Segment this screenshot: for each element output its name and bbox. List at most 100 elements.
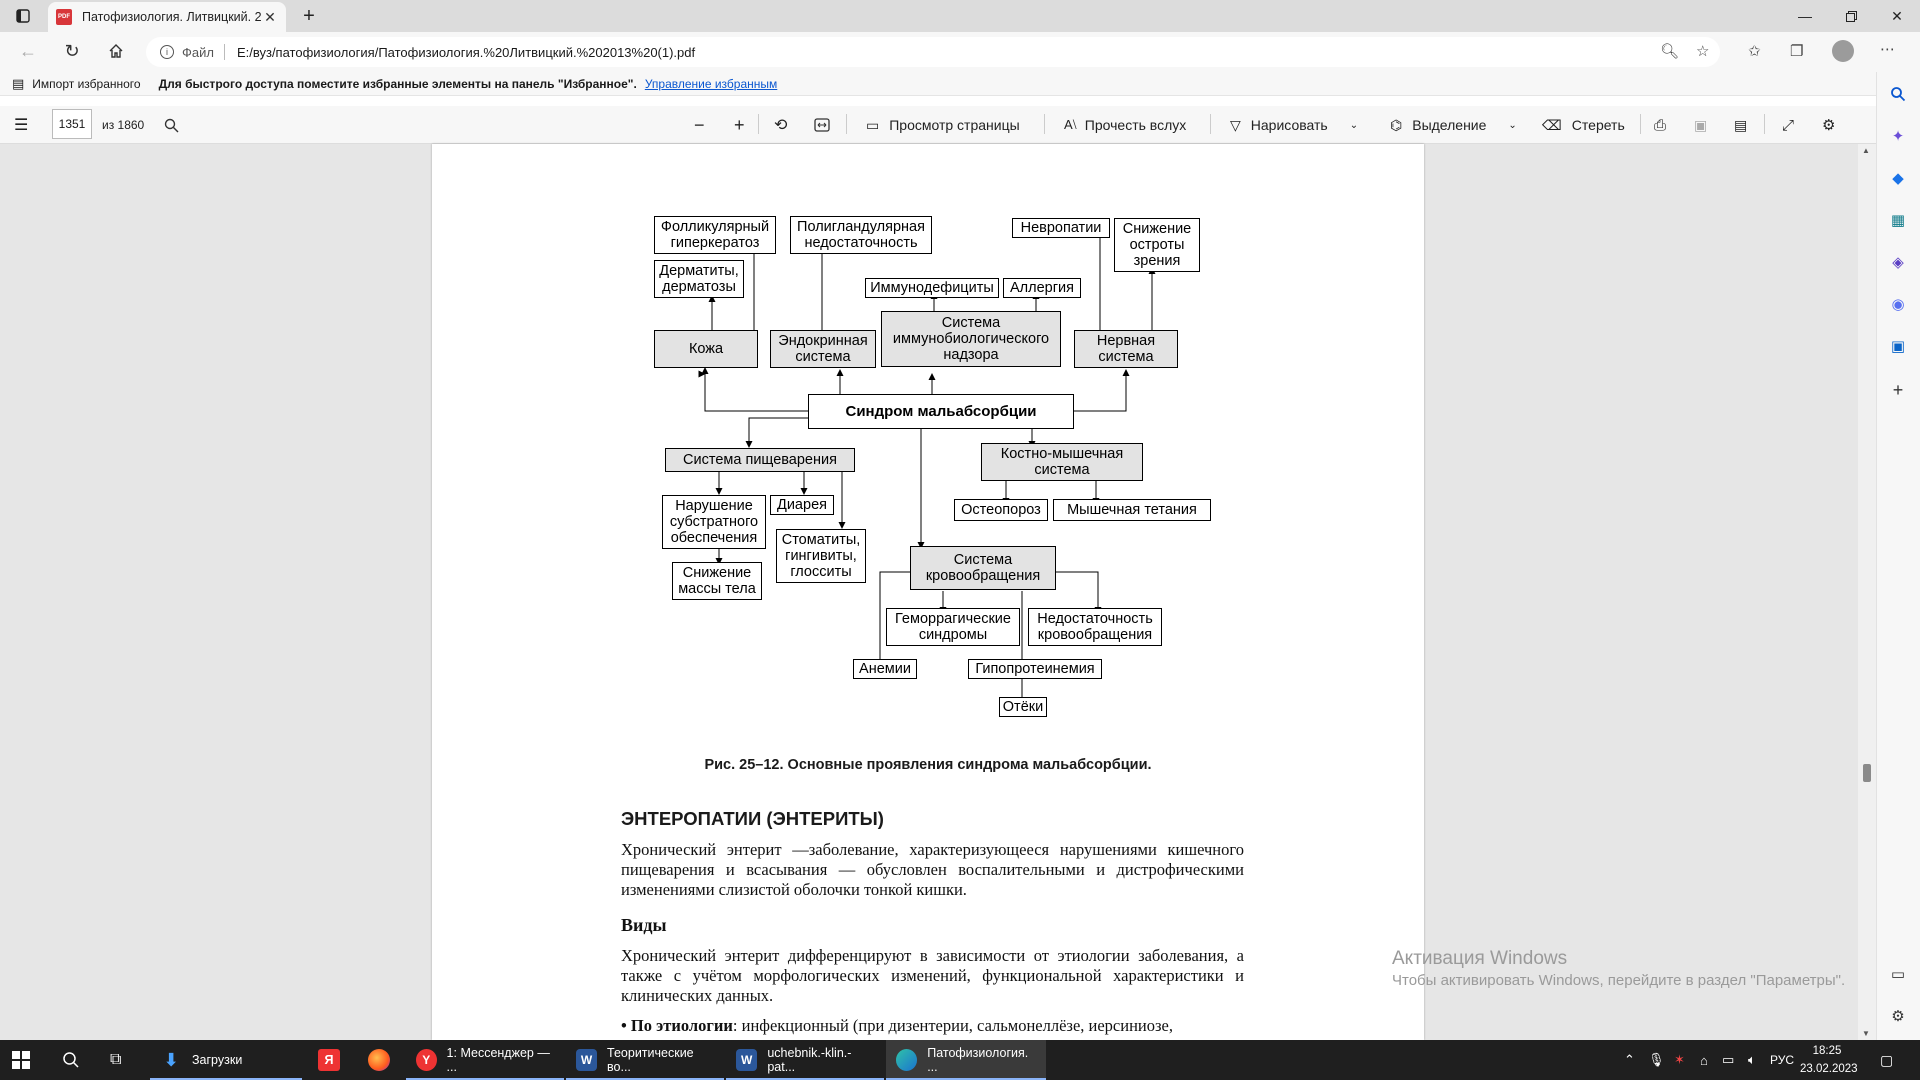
- erase-button[interactable]: ⌫Стереть: [1542, 116, 1625, 134]
- clock-time: 18:25: [1812, 1045, 1842, 1057]
- malabsorption-diagram: Фолликулярный гиперкератоз Дерматиты, де…: [432, 144, 1424, 744]
- draw-button[interactable]: ▽Нарисовать ⌄: [1230, 116, 1359, 134]
- tray-display-icon[interactable]: ▭: [1722, 1052, 1735, 1067]
- activation-watermark-subtitle: Чтобы активировать Windows, перейдите в …: [1392, 972, 1846, 989]
- import-favorites-button[interactable]: ▤Импорт избранного: [12, 75, 141, 91]
- address-url[interactable]: E:/вуз/патофизиология/Патофизиология.%20…: [236, 44, 696, 60]
- back-icon[interactable]: ←: [19, 40, 37, 61]
- tray-microphone-icon[interactable]: 🎙︎: [1648, 1052, 1665, 1067]
- read-aloud-button[interactable]: A⧵Прочесть вслух: [1064, 117, 1187, 133]
- chevron-down-icon[interactable]: ⌄: [1508, 119, 1517, 131]
- word-icon: W: [576, 1049, 598, 1071]
- sidebar-add-icon[interactable]: +: [1892, 379, 1904, 400]
- clock-date: 23.02.2023: [1800, 1063, 1858, 1075]
- highlight-button[interactable]: ⌬Выделение ⌄: [1390, 116, 1517, 134]
- tray-clock[interactable]: 18:25 23.02.2023: [1800, 1042, 1858, 1078]
- zoom-icon[interactable]: 🔍︎: [1660, 43, 1680, 60]
- collections-icon[interactable]: ❐: [1790, 43, 1804, 60]
- node-musculoskeletal: Костно-мышечная система: [981, 443, 1143, 481]
- zoom-in-icon[interactable]: +: [734, 114, 745, 135]
- activation-watermark-title: Активация Windows: [1392, 948, 1568, 969]
- minimize-icon[interactable]: —: [1798, 8, 1812, 24]
- save-icon[interactable]: ▣: [1694, 116, 1708, 133]
- taskbar-search-icon[interactable]: [62, 1040, 80, 1080]
- scroll-down-icon[interactable]: ▼: [1862, 1029, 1870, 1038]
- sidebar-shopping-icon[interactable]: ◆: [1892, 170, 1904, 187]
- taskbar-app-edge-active[interactable]: Патофизиология. ...: [886, 1040, 1046, 1080]
- address-bar[interactable]: i Файл E:/вуз/патофизиология/Патофизиоло…: [146, 37, 1720, 67]
- print-icon[interactable]: ⎙: [1654, 116, 1667, 134]
- browser-tab-active[interactable]: PDF Патофизиология. Литвицкий. 2013 (1).…: [48, 2, 286, 32]
- scrollbar-thumb[interactable]: [1863, 764, 1871, 782]
- find-icon[interactable]: [164, 106, 179, 144]
- node-insufficiency: Недостаточность кровообращения: [1028, 608, 1162, 646]
- sidebar-office-icon[interactable]: ◉: [1891, 296, 1905, 313]
- rotate-icon[interactable]: ⟲: [774, 117, 788, 134]
- node-anemia: Анемии: [853, 659, 917, 679]
- windows-start-icon[interactable]: [12, 1040, 30, 1080]
- page-number-input[interactable]: 1351: [52, 109, 92, 139]
- contents-icon[interactable]: ☰: [14, 117, 29, 134]
- tab-strip: [0, 0, 1920, 32]
- add-favorite-icon[interactable]: ☆: [1696, 43, 1710, 60]
- sidebar-settings-icon[interactable]: ⚙: [1891, 1008, 1905, 1025]
- node-allergy: Аллергия: [1003, 278, 1081, 298]
- more-menu-icon[interactable]: ⋯: [1880, 41, 1895, 58]
- import-icon: ▤: [12, 75, 25, 91]
- tray-network-icon[interactable]: ⌂: [1700, 1052, 1708, 1068]
- node-edema: Отёки: [999, 697, 1047, 717]
- yandex-browser-icon: Y: [416, 1049, 437, 1071]
- tab-close-icon[interactable]: ✕: [264, 8, 276, 25]
- restore-icon[interactable]: [1828, 0, 1874, 32]
- save-as-icon[interactable]: ▤: [1734, 116, 1748, 133]
- node-dermatitis: Дерматиты, дерматозы: [654, 260, 744, 298]
- profile-avatar[interactable]: [1832, 40, 1854, 62]
- tray-chevron-up-icon[interactable]: ⌃: [1624, 1052, 1635, 1067]
- task-view-icon[interactable]: ⧉: [110, 1051, 122, 1068]
- tab-title: Патофизиология. Литвицкий. 2013 (1).pdf: [82, 10, 262, 24]
- bullet-text: : инфекционный (при дизентерии, сальмоне…: [732, 1016, 1173, 1035]
- node-circulatory: Система кровообращения: [910, 546, 1056, 590]
- window-close-icon[interactable]: ✕: [1891, 7, 1903, 24]
- node-weight-loss: Снижение массы тела: [672, 562, 762, 600]
- taskbar-app-downloads[interactable]: ⬇Загрузки: [150, 1040, 302, 1080]
- node-stomatitis: Стоматиты, гингивиты, глосситы: [776, 529, 866, 583]
- refresh-icon[interactable]: ↻: [64, 40, 80, 61]
- sidebar-outlook-icon[interactable]: ▣: [1890, 338, 1906, 355]
- zoom-out-icon[interactable]: −: [694, 114, 705, 135]
- notifications-icon[interactable]: ▢: [1880, 1051, 1894, 1068]
- tray-volume-icon[interactable]: 🔈︎: [1748, 1052, 1756, 1067]
- tray-language[interactable]: РУС: [1770, 1053, 1795, 1067]
- page-view-button[interactable]: ▭Просмотр страницы: [866, 116, 1020, 134]
- chevron-down-icon[interactable]: ⌄: [1349, 119, 1359, 131]
- home-icon[interactable]: [100, 37, 132, 65]
- taskbar-firefox-icon[interactable]: [368, 1040, 390, 1080]
- sidebar-tools-icon[interactable]: ▦: [1890, 212, 1906, 229]
- node-immuno-surveillance: Система иммунобиологического надзора: [881, 311, 1061, 367]
- tray-app-icon[interactable]: ✶: [1674, 1052, 1685, 1067]
- sidebar-games-icon[interactable]: ◈: [1892, 254, 1904, 271]
- pdf-settings-icon[interactable]: ⚙: [1822, 117, 1836, 134]
- favorites-icon[interactable]: ✩: [1748, 43, 1761, 60]
- paragraph-classification: Хронический энтерит дифференцируют в зав…: [621, 946, 1244, 1005]
- pdf-file-icon: PDF: [56, 9, 72, 25]
- fullscreen-icon[interactable]: ⤢: [1782, 116, 1795, 134]
- edge-icon: [896, 1049, 918, 1071]
- manage-favorites-link[interactable]: Управление избранным: [644, 76, 778, 91]
- sidebar-panel-icon[interactable]: ▭: [1890, 966, 1906, 983]
- sidebar-copilot-icon[interactable]: ✦: [1891, 128, 1905, 145]
- page-total: из 1860: [102, 118, 145, 132]
- vertical-scrollbar[interactable]: ▲ ▼: [1858, 144, 1876, 1040]
- node-polyglandular: Полигландулярная недостаточность: [790, 216, 932, 254]
- site-info-icon[interactable]: i: [160, 45, 174, 59]
- tab-actions-icon[interactable]: [12, 6, 34, 26]
- taskbar-yandex-icon[interactable]: Я: [318, 1040, 340, 1080]
- paragraph-definition: Хронический энтерит —заболевание, характ…: [621, 840, 1244, 899]
- scroll-up-icon[interactable]: ▲: [1862, 146, 1870, 155]
- new-tab-button[interactable]: +: [303, 4, 315, 27]
- sidebar-search-icon[interactable]: [1886, 82, 1910, 106]
- fit-page-icon[interactable]: [814, 106, 830, 144]
